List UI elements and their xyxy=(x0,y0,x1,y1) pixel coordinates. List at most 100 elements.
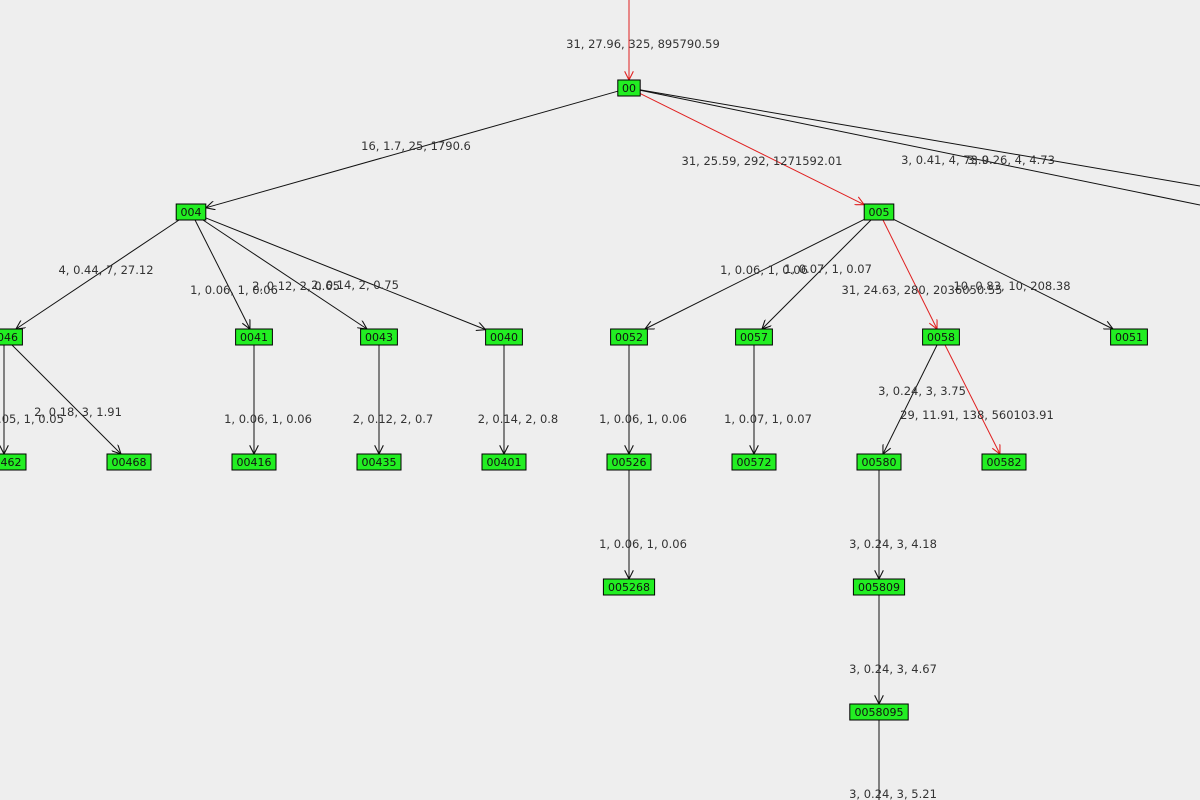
node-label: 0040 xyxy=(490,331,518,344)
edge-label: 29, 11.91, 138, 560103.91 xyxy=(900,408,1054,422)
edge-005-0057 xyxy=(762,219,872,329)
node-0058[interactable]: 0058 xyxy=(922,328,960,346)
node-label: 00435 xyxy=(362,456,397,469)
node-box[interactable] xyxy=(0,328,23,346)
edge-00-004 xyxy=(206,90,618,208)
edge-label: 1, 0.06, 1, 0.06 xyxy=(599,537,687,551)
node-box[interactable] xyxy=(231,453,277,471)
node-0057[interactable]: 0057 xyxy=(735,328,773,346)
node-0058095[interactable]: 0058095 xyxy=(849,703,909,721)
node-box[interactable] xyxy=(863,203,895,221)
node-box[interactable] xyxy=(360,328,398,346)
edge-label: 3, 0.24, 3, 4.67 xyxy=(849,662,937,676)
edge-label: 2, 0.18, 3, 1.91 xyxy=(34,405,122,419)
node-box[interactable] xyxy=(856,453,902,471)
node-label: 005 xyxy=(869,206,890,219)
node-box[interactable] xyxy=(0,453,27,471)
node-box[interactable] xyxy=(852,578,906,596)
edge-004-0040 xyxy=(205,217,486,330)
node-00468[interactable]: 00468 xyxy=(106,453,152,471)
edge-label: 2, 0.14, 2, 0.75 xyxy=(311,278,399,292)
node-00526[interactable]: 00526 xyxy=(606,453,652,471)
node-0051[interactable]: 0051 xyxy=(1110,328,1148,346)
node-005809[interactable]: 005809 xyxy=(852,578,906,596)
edge-004-0046 xyxy=(16,219,180,329)
edge-label: 1, 0.07, 1, 0.07 xyxy=(784,262,872,276)
node-box[interactable] xyxy=(356,453,402,471)
node-box[interactable] xyxy=(610,328,648,346)
node-label: 00468 xyxy=(112,456,147,469)
node-box[interactable] xyxy=(731,453,777,471)
edge-label: 2, 0.12, 2, 0.65 xyxy=(252,279,340,293)
node-0046[interactable]: 0046 xyxy=(0,328,23,346)
node-label: 0051 xyxy=(1115,331,1143,344)
node-label: 004 xyxy=(181,206,202,219)
node-0041[interactable]: 0041 xyxy=(235,328,273,346)
node-label: 00401 xyxy=(487,456,522,469)
node-004[interactable]: 004 xyxy=(175,203,207,221)
node-005[interactable]: 005 xyxy=(863,203,895,221)
node-box[interactable] xyxy=(849,703,909,721)
node-box[interactable] xyxy=(481,453,527,471)
edge-label: 1, 0.06, 1, 0.06 xyxy=(720,263,808,277)
node-0052[interactable]: 0052 xyxy=(610,328,648,346)
node-00582[interactable]: 00582 xyxy=(981,453,1027,471)
edge-label: 16, 1.7, 25, 1790.6 xyxy=(361,139,471,153)
edges-layer xyxy=(4,0,1200,800)
node-box[interactable] xyxy=(175,203,207,221)
edge-0058-00580 xyxy=(883,344,938,454)
node-0043[interactable]: 0043 xyxy=(360,328,398,346)
edge-004-0043 xyxy=(202,219,367,329)
node-box[interactable] xyxy=(602,578,656,596)
node-box[interactable] xyxy=(606,453,652,471)
edge-005-0058 xyxy=(882,219,937,329)
node-box[interactable] xyxy=(235,328,273,346)
edge-label: 3, 0.26, 4, 4.73 xyxy=(967,153,1055,167)
edge-label: 2, 0.14, 2, 0.8 xyxy=(478,412,558,426)
node-label: 00572 xyxy=(737,456,772,469)
node-00401[interactable]: 00401 xyxy=(481,453,527,471)
edge-label: 4, 0.44, 7, 27.12 xyxy=(58,263,153,277)
edge-005-0052 xyxy=(645,218,865,329)
node-0040[interactable]: 0040 xyxy=(485,328,523,346)
node-box[interactable] xyxy=(106,453,152,471)
edge-004-0041 xyxy=(194,219,250,329)
node-00462[interactable]: 00462 xyxy=(0,453,27,471)
edge-label: 31, 25.59, 292, 1271592.01 xyxy=(682,154,843,168)
edge-label: 3, 0.24, 3, 4.18 xyxy=(849,537,937,551)
edge-00-out xyxy=(640,89,1200,206)
node-label: 00462 xyxy=(0,456,22,469)
node-label: 0046 xyxy=(0,331,18,344)
node-label: 0058 xyxy=(927,331,955,344)
edge-labels-layer: 31, 27.96, 325, 895790.59 16, 1.7, 25, 17… xyxy=(0,37,1071,800)
node-00580[interactable]: 00580 xyxy=(856,453,902,471)
node-00435[interactable]: 00435 xyxy=(356,453,402,471)
edge-label: 1, 0.06, 1, 0.06 xyxy=(224,412,312,426)
node-label: 00 xyxy=(622,82,636,95)
nodes-layer: 00 004 005 0046 0041 0043 0040 0052 0057 0058 0051… xyxy=(0,79,1148,721)
node-box[interactable] xyxy=(922,328,960,346)
node-box[interactable] xyxy=(1110,328,1148,346)
node-005268[interactable]: 005268 xyxy=(602,578,656,596)
node-box[interactable] xyxy=(981,453,1027,471)
edge-0058-00582 xyxy=(944,344,1000,454)
node-box[interactable] xyxy=(617,79,641,97)
edge-00-005 xyxy=(639,93,864,205)
edge-00-out xyxy=(640,89,1200,187)
node-00572[interactable]: 00572 xyxy=(731,453,777,471)
node-label: 00416 xyxy=(237,456,272,469)
edge-0046-00468 xyxy=(11,344,121,454)
node-label: 0058095 xyxy=(855,706,904,719)
node-00416[interactable]: 00416 xyxy=(231,453,277,471)
edge-label: 31, 27.96, 325, 895790.59 xyxy=(566,37,720,51)
edge-label: 31, 24.63, 280, 2036050.55 xyxy=(842,283,1003,297)
edge-label: 2, 0.12, 2, 0.7 xyxy=(353,412,433,426)
edge-label: 1, 0.05, 1, 0.05 xyxy=(0,412,64,426)
node-box[interactable] xyxy=(735,328,773,346)
node-00[interactable]: 00 xyxy=(617,79,641,97)
node-box[interactable] xyxy=(485,328,523,346)
edge-label: 1, 0.06, 1, 0.06 xyxy=(190,283,278,297)
edge-005-0051 xyxy=(893,218,1113,329)
edge-label: 10, 0.83, 10, 208.38 xyxy=(953,279,1070,293)
